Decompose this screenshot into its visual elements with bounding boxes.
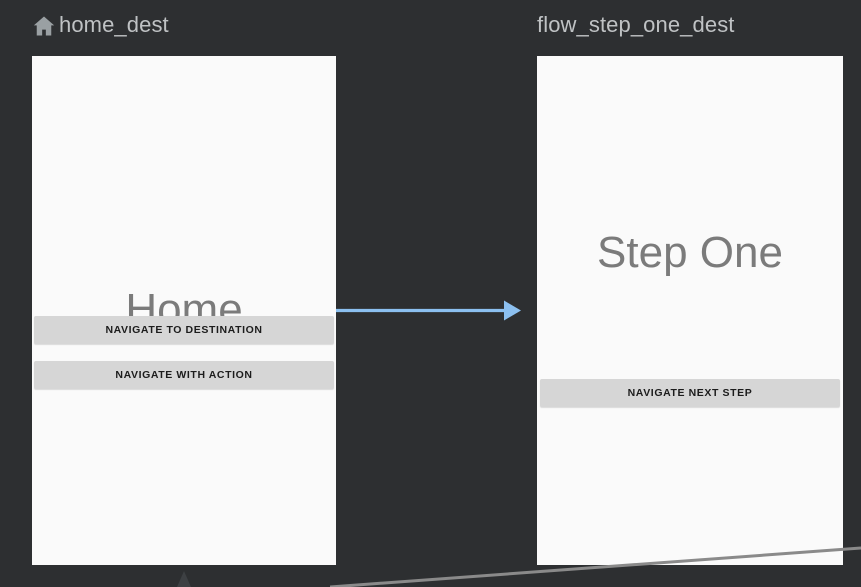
navigate-next-step-button[interactable]: NAVIGATE NEXT STEP	[540, 379, 840, 407]
destination-label-home-dest[interactable]: home_dest	[31, 10, 169, 40]
destination-label-text: flow_step_one_dest	[537, 12, 735, 37]
home-icon	[31, 13, 57, 39]
navigate-with-action-button[interactable]: NAVIGATE WITH ACTION	[34, 361, 334, 389]
incoming-edge-arrowhead-up	[177, 571, 191, 587]
destination-frame-home-dest[interactable]: Home NAVIGATE TO DESTINATION NAVIGATE WI…	[32, 56, 336, 565]
destination-label-flow-step-one-dest[interactable]: flow_step_one_dest	[537, 10, 735, 40]
navigate-to-destination-button[interactable]: NAVIGATE TO DESTINATION	[34, 316, 334, 344]
destination-frame-flow-step-one-dest[interactable]: Step One NAVIGATE NEXT STEP	[537, 56, 843, 565]
screen-title: Step One	[597, 228, 783, 277]
action-connector-home-to-flow-step-one[interactable]	[330, 294, 530, 328]
destination-label-text: home_dest	[59, 12, 169, 37]
